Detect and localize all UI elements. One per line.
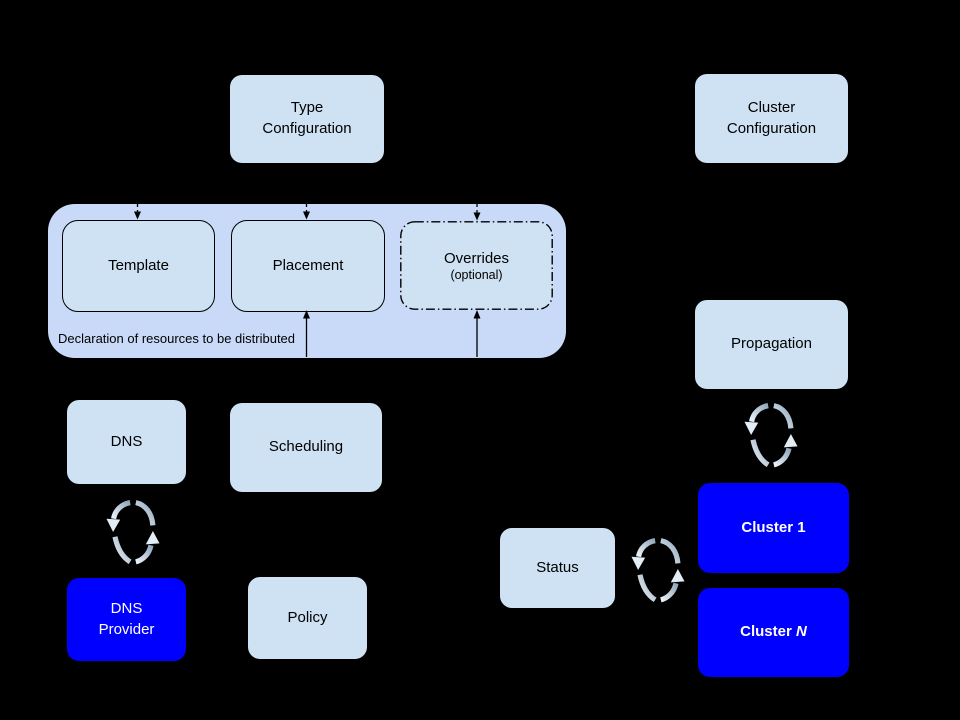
- propagation-label: Propagation: [731, 335, 812, 353]
- overrides-box: Overrides (optional): [400, 221, 553, 310]
- cluster-n-box: Cluster N: [698, 588, 849, 677]
- overrides-label: Overrides: [443, 249, 510, 267]
- dns-box: DNS: [67, 400, 186, 484]
- type-configuration-box: Type Configuration: [230, 75, 384, 163]
- cluster-1-label: Cluster 1: [741, 518, 806, 536]
- container-caption: Declaration of resources to be distribut…: [58, 331, 296, 346]
- overrides-optional-label: (optional): [450, 267, 503, 282]
- overrides-dashdot-border: [400, 221, 553, 310]
- scheduling-box: Scheduling: [230, 403, 382, 492]
- status-sync-icon: [631, 538, 685, 603]
- cluster-configuration-label: Cluster Configuration: [726, 98, 817, 137]
- policy-label: Policy: [287, 608, 328, 626]
- scheduling-label: Scheduling: [268, 438, 344, 456]
- dns-sync-icon: [106, 500, 160, 565]
- status-box: Status: [500, 528, 615, 608]
- cluster-1-box: Cluster 1: [698, 483, 849, 573]
- placement-box: Placement: [231, 220, 385, 312]
- cluster-configuration-box: Cluster Configuration: [695, 74, 848, 163]
- dns-provider-label: DNS Provider: [98, 599, 155, 638]
- policy-box: Policy: [248, 577, 367, 659]
- cluster-n-label: Cluster N: [740, 623, 807, 641]
- dns-label: DNS: [110, 432, 143, 450]
- propagation-sync-icon: [744, 403, 798, 468]
- template-box: Template: [62, 220, 215, 312]
- dns-provider-box: DNS Provider: [67, 578, 186, 661]
- placement-label: Placement: [272, 256, 344, 274]
- propagation-box: Propagation: [695, 300, 848, 389]
- type-configuration-label: Type Configuration: [262, 99, 352, 137]
- template-label: Template: [108, 256, 169, 274]
- status-label: Status: [536, 558, 579, 576]
